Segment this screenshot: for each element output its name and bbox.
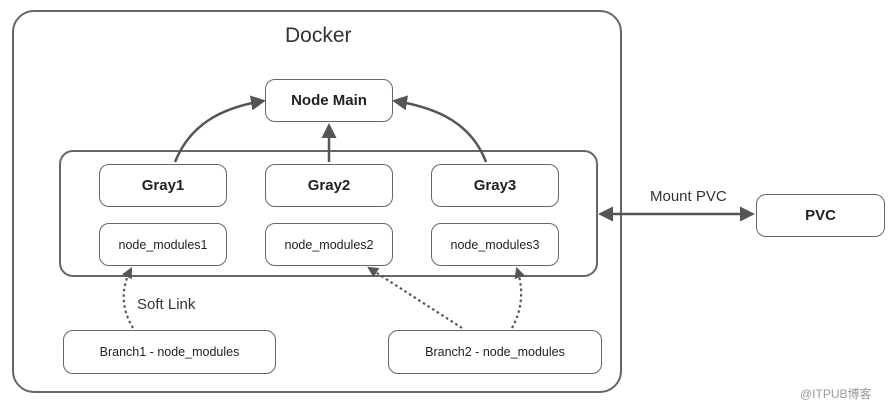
- pvc-box: PVC: [756, 194, 885, 237]
- docker-title: Docker: [285, 24, 352, 47]
- node-modules1-box: node_modules1: [99, 223, 227, 266]
- branch2-box: Branch2 - node_modules: [388, 330, 602, 374]
- arrow-gray3-to-node-main: [392, 95, 488, 163]
- arrow-gray1-to-node-main: [173, 95, 266, 163]
- soft-link-label: Soft Link: [137, 296, 196, 313]
- soft-link-branch1-to-modules1: [122, 267, 134, 329]
- soft-link-branch2-to-modules3: [511, 266, 525, 329]
- gray3-box: Gray3: [431, 164, 559, 207]
- gray2-box: Gray2: [265, 164, 393, 207]
- node-modules3-box: node_modules3: [431, 223, 559, 266]
- node-modules2-box: node_modules2: [265, 223, 393, 266]
- watermark: @ITPUB博客: [800, 387, 872, 401]
- mount-pvc-label: Mount PVC: [650, 188, 727, 205]
- gray1-box: Gray1: [99, 164, 227, 207]
- branch1-box: Branch1 - node_modules: [63, 330, 276, 374]
- soft-link-branch2-to-modules2: [367, 266, 463, 329]
